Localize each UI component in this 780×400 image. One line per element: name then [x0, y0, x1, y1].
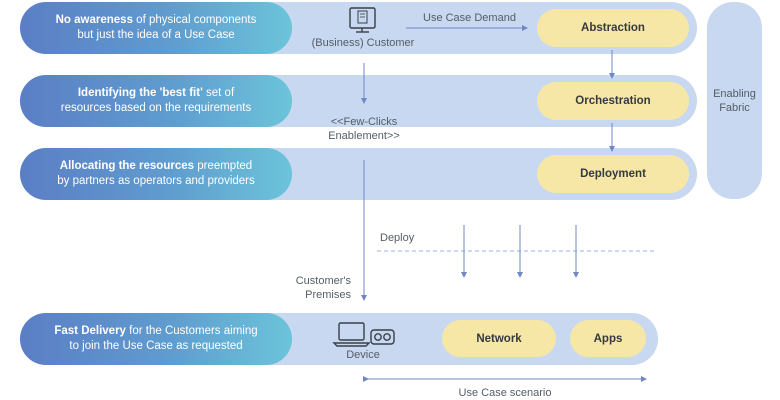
row-description-deployment: Allocating the resources preempted by pa… [20, 148, 292, 200]
row-bold-text: No awareness [55, 14, 133, 26]
network-box: Network [442, 320, 556, 357]
laptop-icon [332, 322, 371, 347]
row-description-delivery: Fast Delivery for the Customers aiming t… [20, 313, 292, 365]
few-clicks-line1: <<Few-Clicks [330, 116, 398, 128]
vr-headset-icon [370, 329, 395, 345]
orchestration-box: Orchestration [537, 82, 689, 120]
row-description-abstraction: No awareness of physical components but … [20, 2, 292, 54]
premises-label: Customer's Premises [290, 274, 351, 302]
premises-line2: Premises [305, 289, 351, 301]
few-clicks-line2: Enablement>> [328, 130, 400, 142]
row-text: preempted [194, 160, 253, 172]
computer-monitor-icon [349, 7, 376, 33]
fabric-label-line2: Fabric [719, 101, 750, 114]
row-bold-text: Fast Delivery [54, 325, 126, 337]
row-bold-text: Allocating the resources [59, 160, 195, 172]
row-text-line2: to join the Use Case as requested [69, 340, 243, 352]
apps-box: Apps [570, 320, 646, 357]
row-description-orchestration: Identifying the 'best fit' set of resour… [20, 75, 292, 127]
device-label: Device [346, 349, 380, 361]
row-text: of physical components [132, 14, 257, 26]
row-text-line2: but just the idea of a Use Case [77, 29, 235, 41]
row-bold-text: Identifying the 'best fit' [77, 87, 203, 99]
fabric-label-line1: Enabling [713, 87, 756, 100]
use-case-demand-label: Use Case Demand [423, 12, 516, 24]
row-text-line2: resources based on the requirements [60, 102, 252, 114]
premises-line1: Customer's [295, 275, 351, 287]
few-clicks-label: <<Few-Clicks Enablement>> [318, 115, 410, 143]
row-text-line2: by partners as operators and providers [57, 175, 255, 187]
row-text: set of [202, 87, 235, 99]
row-text: for the Customers aiming [125, 325, 258, 337]
abstraction-box: Abstraction [537, 9, 689, 47]
deploy-label: Deploy [380, 232, 415, 244]
use-case-scenario-label: Use Case scenario [458, 387, 552, 399]
enabling-fabric-box: Enabling Fabric [707, 2, 762, 199]
customer-label: (Business) Customer [311, 37, 415, 49]
deployment-box: Deployment [537, 155, 689, 193]
